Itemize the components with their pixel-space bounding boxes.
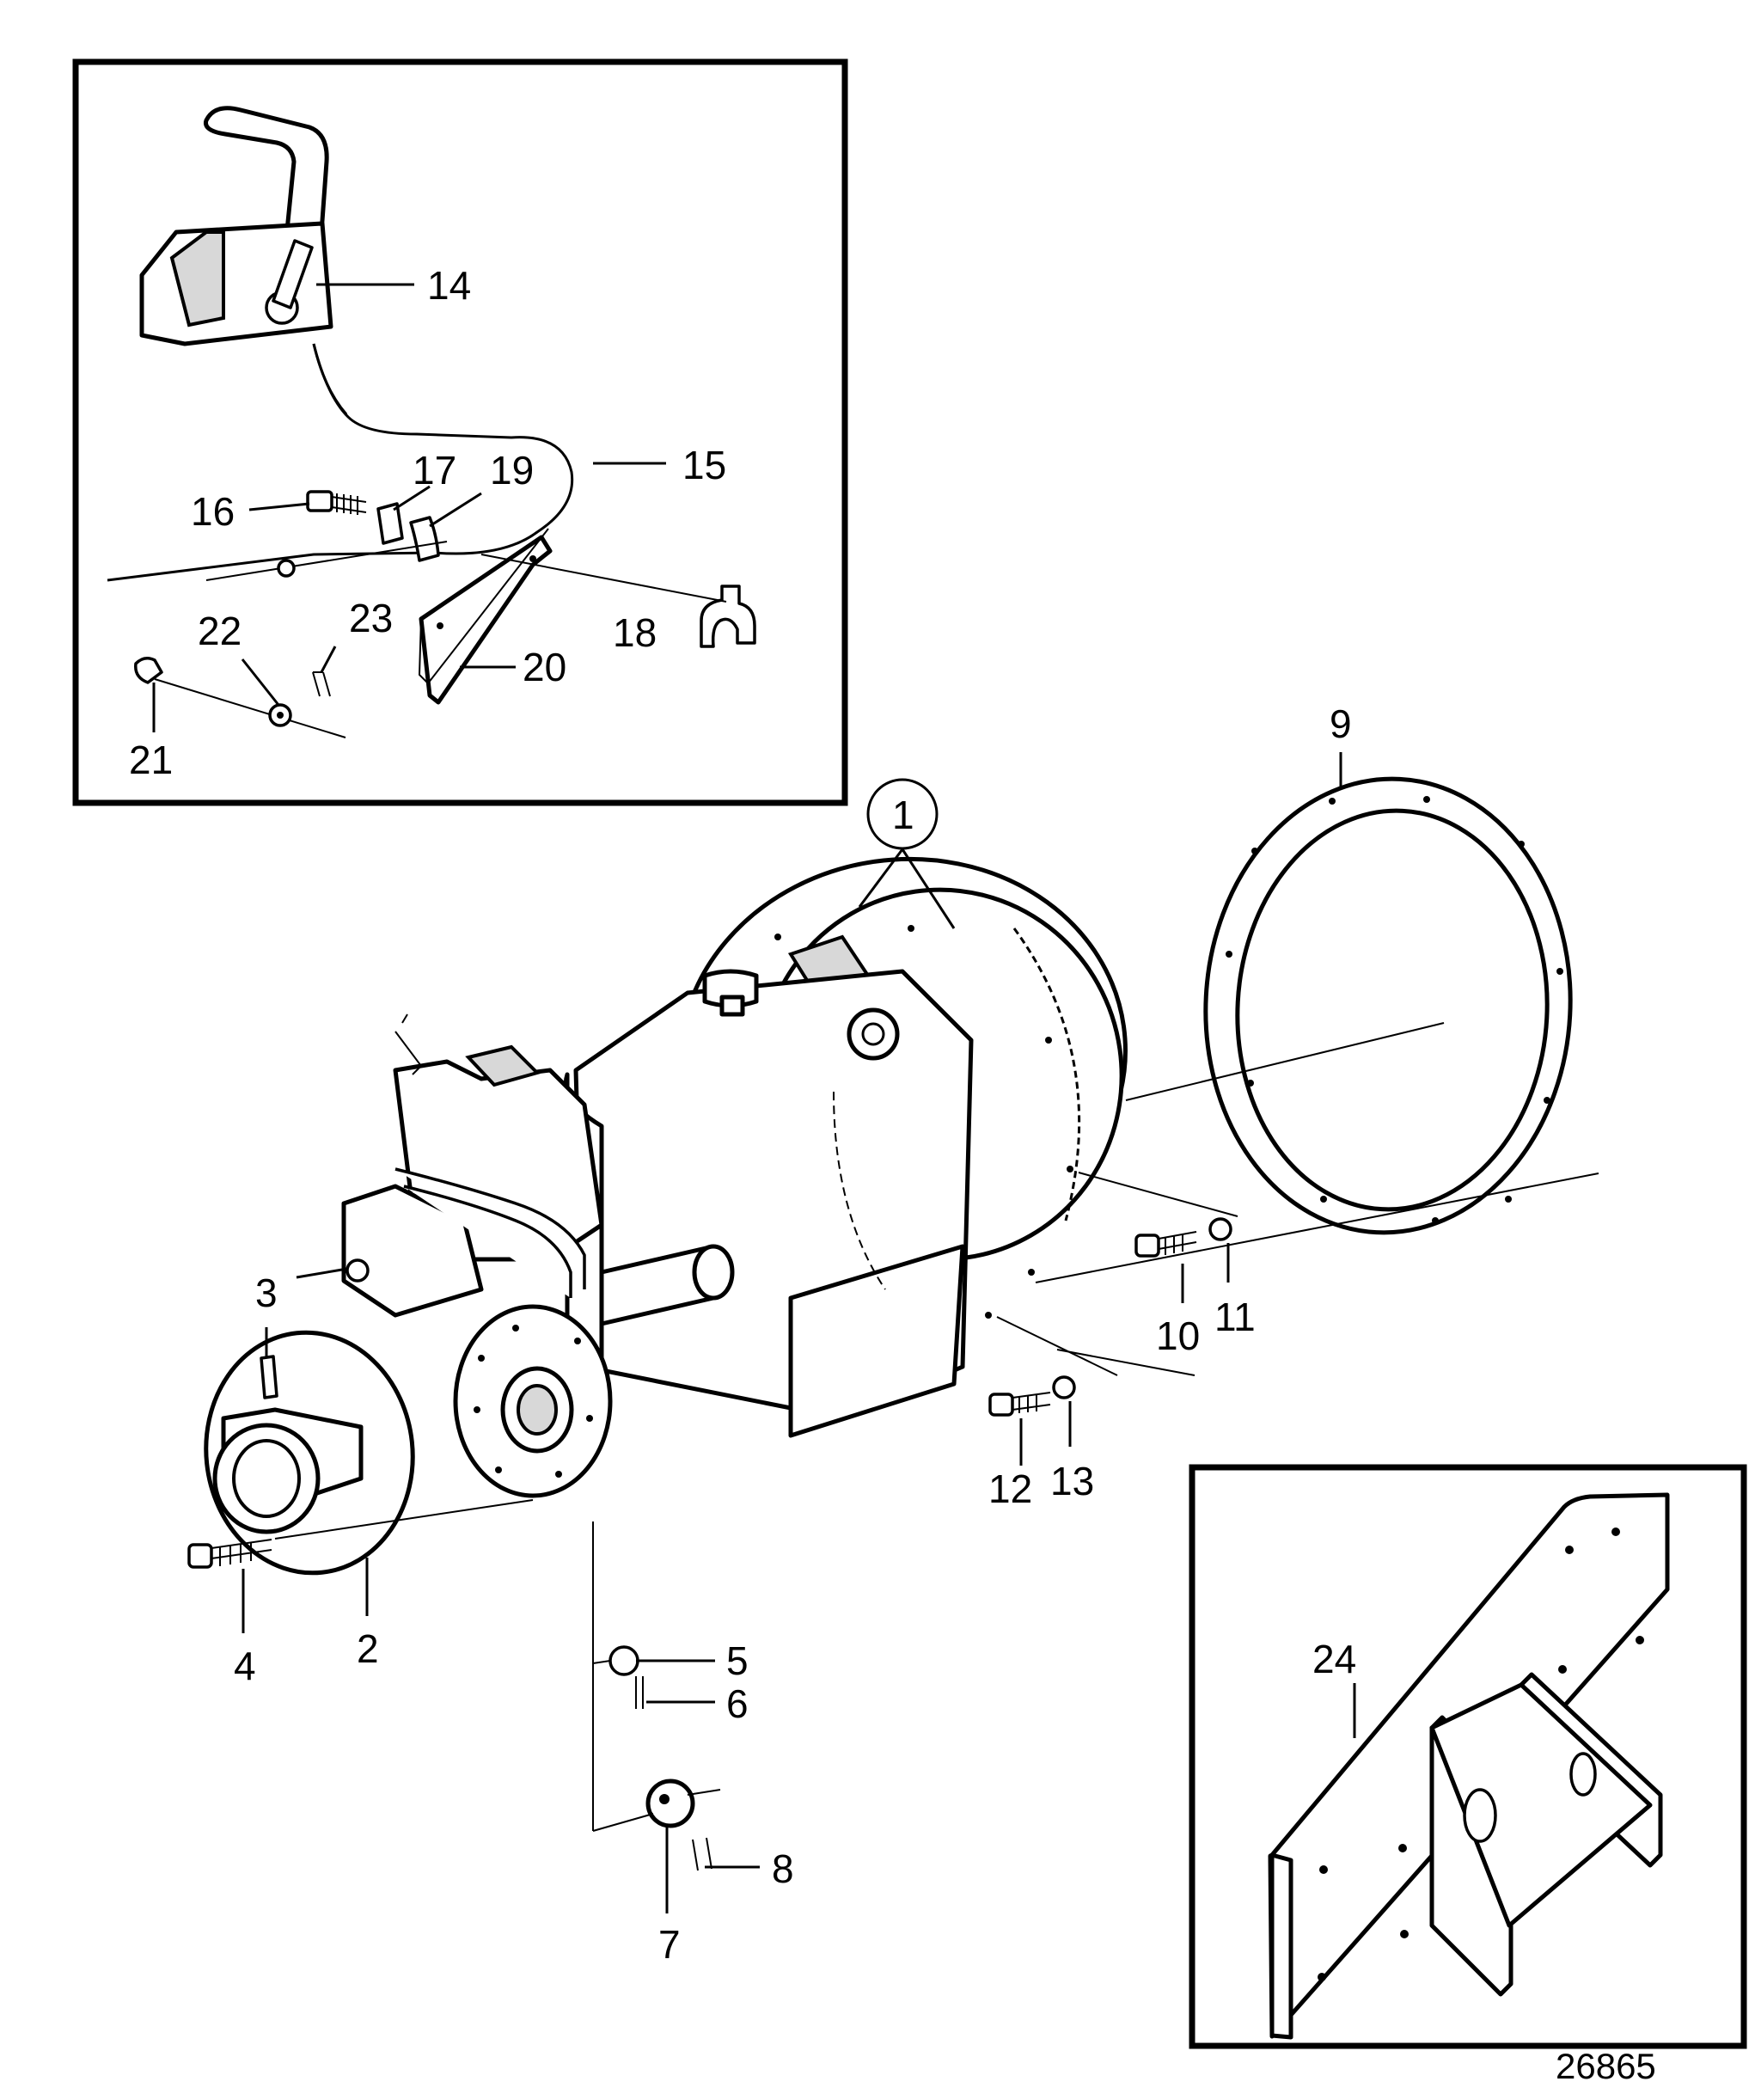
pin-3-icon [260,1355,278,1399]
control-lever-icon [139,106,333,346]
part-labels: 1 2 3 4 5 6 7 8 9 10 11 12 13 14 15 16 1… [129,263,1656,2086]
label-4: 4 [234,1644,256,1688]
label-3: 3 [255,1270,278,1315]
label-6: 6 [726,1681,749,1726]
nut-7-icon [645,1779,695,1828]
clip-18-icon [700,585,756,648]
label-18: 18 [613,610,657,655]
nut-5-icon [608,1645,639,1676]
bolt-12-icon [988,1392,1051,1417]
pin-23-icon [312,671,331,697]
split-pin-8-icon [692,1837,712,1871]
engine-mount-bracket-icon [1268,1492,1670,2040]
label-1: 1 [892,793,914,837]
control-inset-frame [72,58,848,806]
label-22: 22 [198,609,242,653]
label-8: 8 [772,1846,794,1891]
label-19: 19 [490,448,534,493]
bolt-10-icon [1134,1231,1197,1258]
cable-15 [107,343,574,582]
bracket-inset [1189,1464,1747,2049]
ball-joint-21-icon [134,657,163,684]
label-11: 11 [1214,1295,1256,1339]
label-2: 2 [357,1626,379,1671]
label-14: 14 [427,263,471,308]
label-5: 5 [726,1638,749,1683]
flywheel-ring-icon [1203,776,1573,1235]
label-15: 15 [682,443,726,487]
drawing-number: 26865 [1556,2046,1656,2086]
washer-11-icon [1208,1217,1232,1241]
control-inset [72,58,848,806]
label-13: 13 [1050,1459,1094,1503]
bolt-16-icon [306,490,367,515]
gearbox-assembly [187,752,1599,1913]
label-9: 9 [1330,701,1352,746]
label-20: 20 [523,645,566,689]
bracket-inset-frame [1189,1464,1747,2049]
label-16: 16 [191,489,235,534]
bolt-4-icon [187,1539,272,1569]
part-1-callout-circle [866,778,939,850]
label-12: 12 [988,1466,1032,1511]
clamp-17-icon [376,502,404,545]
label-24: 24 [1312,1637,1356,1681]
label-21: 21 [129,738,173,782]
label-10: 10 [1156,1313,1200,1358]
washer-13-icon [1052,1375,1076,1399]
label-7: 7 [658,1922,681,1967]
label-17: 17 [413,448,456,493]
reverse-gearbox-icon [204,856,1128,1576]
label-23: 23 [349,596,393,640]
split-pin-6-icon [635,1676,644,1709]
